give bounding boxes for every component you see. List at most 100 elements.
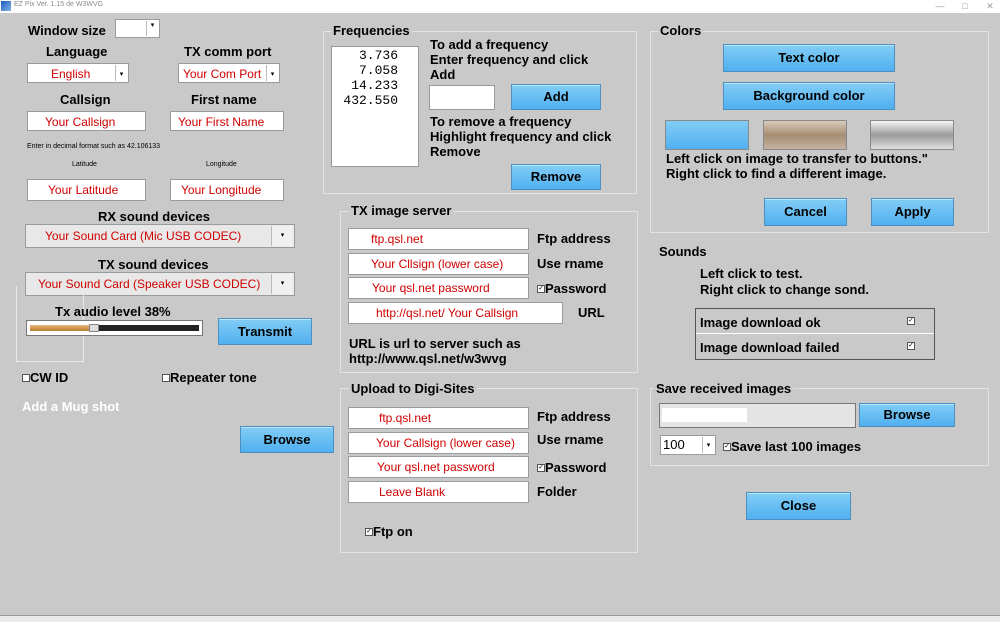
first-name-input[interactable]: Your First Name bbox=[170, 111, 284, 131]
add-frequency-help: To add a frequency Enter frequency and c… bbox=[430, 37, 589, 82]
upload-password-input[interactable]: Your qsl.net password bbox=[348, 456, 529, 478]
language-select[interactable]: English ▾ bbox=[27, 63, 129, 83]
tx-username-label: Use rname bbox=[537, 256, 604, 271]
cancel-button[interactable]: Cancel bbox=[764, 198, 847, 226]
tx-password-input[interactable]: Your qsl.net password bbox=[348, 277, 529, 299]
repeater-tone-label: Repeater tone bbox=[170, 370, 257, 385]
maximize-icon[interactable]: □ bbox=[962, 1, 968, 11]
save-path-input[interactable] bbox=[659, 403, 856, 428]
chevron-down-icon: ▾ bbox=[115, 65, 127, 81]
rx-sound-value: Your Sound Card (Mic USB CODEC) bbox=[45, 229, 242, 243]
app-icon bbox=[1, 1, 11, 11]
save-browse-button[interactable]: Browse bbox=[859, 403, 955, 427]
save-images-group bbox=[650, 388, 989, 466]
slider-track bbox=[30, 324, 199, 332]
tx-audio-slider[interactable] bbox=[26, 320, 203, 336]
save-count-select[interactable]: 100▾ bbox=[660, 435, 716, 455]
list-item[interactable]: 432.550 bbox=[343, 93, 398, 108]
window-size-label: Window size bbox=[28, 23, 106, 38]
upload-folder-label: Folder bbox=[537, 484, 577, 499]
tx-ftp-input[interactable]: ftp.qsl.net bbox=[348, 228, 529, 250]
list-item[interactable]: 3.736 bbox=[358, 48, 398, 63]
sounds-title: Sounds bbox=[659, 244, 707, 259]
tx-password-checkbox[interactable]: ✓Password bbox=[537, 280, 606, 298]
callsign-input[interactable]: Your Callsign bbox=[27, 111, 146, 131]
remove-button[interactable]: Remove bbox=[511, 164, 601, 190]
tx-audio-label: Tx audio level 38% bbox=[55, 304, 171, 319]
title-bar: EZ Pix Ver. 1.15 de W3WVG — □ ✕ bbox=[0, 0, 1000, 13]
sounds-list: Image download ok ✓ Image download faile… bbox=[695, 308, 935, 360]
tx-username-input[interactable]: Your Cllsign (lower case) bbox=[348, 253, 529, 275]
upload-password-label: Password bbox=[545, 460, 607, 475]
chevron-down-icon: ▾ bbox=[146, 21, 158, 36]
close-button[interactable]: Close bbox=[746, 492, 851, 520]
silver-swatch-image[interactable] bbox=[870, 120, 954, 150]
transmit-button[interactable]: Transmit bbox=[218, 318, 312, 345]
slider-fill bbox=[30, 325, 94, 331]
window-size-select[interactable]: ▾ bbox=[115, 19, 160, 38]
colors-hint: Left click on image to transfer to butto… bbox=[666, 151, 928, 181]
tx-password-label: Password bbox=[545, 281, 607, 296]
remove-frequency-help: To remove a frequency Highlight frequenc… bbox=[430, 114, 612, 159]
save-last-checkbox[interactable]: ✓Save last 100 images bbox=[723, 438, 861, 456]
tx-sound-label: TX sound devices bbox=[98, 257, 209, 272]
upload-username-label: Use rname bbox=[537, 432, 604, 447]
tx-url-note: URL is url to server such as http://www.… bbox=[349, 336, 521, 366]
upload-password-checkbox[interactable]: ✓Password bbox=[537, 459, 606, 477]
check-icon: ✓ bbox=[365, 527, 373, 536]
upload-group bbox=[340, 388, 638, 553]
colors-title: Colors bbox=[658, 23, 704, 38]
tx-image-server-title: TX image server bbox=[349, 203, 454, 218]
text-color-button[interactable]: Text color bbox=[723, 44, 895, 72]
rx-sound-select[interactable]: Your Sound Card (Mic USB CODEC)▾ bbox=[25, 224, 295, 248]
slider-thumb[interactable] bbox=[89, 324, 99, 332]
frequency-list[interactable]: 3.736 7.058 14.233 432.550 bbox=[331, 46, 419, 167]
add-button[interactable]: Add bbox=[511, 84, 601, 110]
minimize-icon[interactable]: — bbox=[935, 1, 945, 11]
sounds-hint: Left click to test. Right click to chang… bbox=[700, 266, 870, 297]
colors-group bbox=[650, 31, 989, 233]
close-window-icon[interactable]: ✕ bbox=[986, 1, 994, 11]
upload-username-input[interactable]: Your Callsign (lower case) bbox=[348, 432, 529, 454]
upload-ftp-input[interactable]: ftp.qsl.net bbox=[348, 407, 529, 429]
sound-item-download-failed[interactable]: Image download failed ✓ bbox=[696, 335, 934, 360]
list-item[interactable]: 14.233 bbox=[351, 78, 398, 93]
upload-title: Upload to Digi-Sites bbox=[349, 381, 477, 396]
rx-sound-label: RX sound devices bbox=[98, 209, 210, 224]
check-icon: ✓ bbox=[537, 284, 545, 293]
sound-item-label: Image download failed bbox=[700, 340, 840, 355]
sound-item-label: Image download ok bbox=[700, 315, 821, 330]
check-icon[interactable]: ✓ bbox=[907, 317, 915, 325]
first-name-label: First name bbox=[191, 92, 257, 107]
list-item[interactable]: 7.058 bbox=[358, 63, 398, 78]
add-frequency-input[interactable] bbox=[429, 85, 495, 110]
language-label: Language bbox=[46, 44, 108, 59]
checkbox-icon bbox=[162, 373, 170, 382]
callsign-label: Callsign bbox=[60, 92, 111, 107]
mug-browse-button[interactable]: Browse bbox=[240, 426, 334, 453]
tx-comm-port-label: TX comm port bbox=[184, 44, 272, 59]
upload-folder-input[interactable]: Leave Blank bbox=[348, 481, 529, 503]
check-icon[interactable]: ✓ bbox=[907, 342, 915, 350]
longitude-input[interactable]: Your Longitude bbox=[170, 179, 284, 201]
save-last-label: Save last 100 images bbox=[731, 439, 862, 454]
tx-sound-select[interactable]: Your Sound Card (Speaker USB CODEC)▾ bbox=[25, 272, 295, 296]
ftp-on-checkbox[interactable]: ✓Ftp on bbox=[365, 523, 413, 541]
background-color-button[interactable]: Background color bbox=[723, 82, 895, 110]
cw-id-label: CW ID bbox=[30, 370, 69, 385]
blue-swatch-image[interactable] bbox=[665, 120, 749, 150]
tx-sound-value: Your Sound Card (Speaker USB CODEC) bbox=[38, 277, 261, 291]
tx-comm-port-select[interactable]: Your Com Port▾ bbox=[178, 63, 280, 83]
window-title: EZ Pix Ver. 1.15 de W3WVG bbox=[14, 1, 104, 8]
cw-id-checkbox[interactable]: CW ID bbox=[22, 369, 68, 387]
checkbox-icon bbox=[22, 373, 30, 382]
language-value: English bbox=[51, 67, 91, 81]
latitude-input[interactable]: Your Latitude bbox=[27, 179, 146, 201]
repeater-tone-checkbox[interactable]: Repeater tone bbox=[162, 369, 257, 387]
apply-button[interactable]: Apply bbox=[871, 198, 954, 226]
tx-url-input[interactable]: http://qsl.net/ Your Callsign bbox=[348, 302, 563, 324]
save-count-value: 100 bbox=[663, 437, 685, 452]
tx-image-server-group bbox=[340, 211, 638, 373]
bronze-swatch-image[interactable] bbox=[763, 120, 847, 150]
sound-item-download-ok[interactable]: Image download ok ✓ bbox=[696, 309, 934, 334]
